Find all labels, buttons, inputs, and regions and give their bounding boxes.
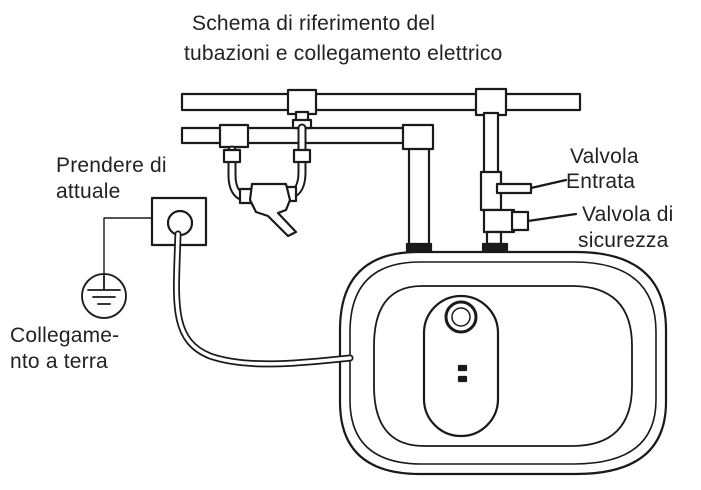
power-cable <box>172 230 354 368</box>
inlet-valve-leader <box>529 178 568 190</box>
mixer-tap-body <box>248 182 298 238</box>
safety-valve-stem <box>485 230 503 246</box>
safety-valve-leader <box>526 212 578 223</box>
lower-tee-fitting <box>218 123 250 149</box>
power-cable-inner <box>174 232 352 366</box>
dial-inner <box>451 307 471 327</box>
inlet-tee-fitting <box>474 87 508 117</box>
ground-label-line2: nto a terra <box>10 350 108 373</box>
safety-valve-label-line1: Valvola di <box>582 203 674 226</box>
upper-tee-fitting <box>286 88 318 116</box>
mixer-right-nut <box>292 148 312 164</box>
indicator-light-bottom <box>457 375 468 383</box>
upper-horizontal-pipe <box>180 92 582 112</box>
socket-label-line2: attuale <box>56 180 121 203</box>
elbow-pipe-corner <box>401 123 435 151</box>
safety-valve-label-line2: sicurezza <box>578 229 669 252</box>
heater-hot-connection <box>481 242 509 254</box>
water-heater-outer-body <box>338 250 668 476</box>
inlet-vertical-pipe <box>482 111 500 175</box>
safety-valve-side <box>510 210 530 232</box>
mixer-left-nut <box>222 148 242 164</box>
heater-cold-connection <box>405 242 433 254</box>
inlet-valve-label-line1: Valvola <box>570 145 639 168</box>
water-heater-inner-rim <box>349 261 657 465</box>
indicator-light-top <box>457 364 468 372</box>
ground-wire <box>103 217 153 275</box>
socket-label-line1: Prendere di <box>56 154 167 177</box>
ground-label-line1: Collegame- <box>10 324 120 347</box>
water-heater-front-panel <box>373 285 633 447</box>
diagram-title-line1: Schema di riferimento del <box>192 12 436 35</box>
safety-valve-body <box>482 208 516 234</box>
inlet-valve-label-line2: Entrata <box>566 170 636 193</box>
inlet-valve-handle <box>495 182 533 195</box>
diagram-title-line2: tubazioni e collegamento elettrico <box>184 42 503 65</box>
